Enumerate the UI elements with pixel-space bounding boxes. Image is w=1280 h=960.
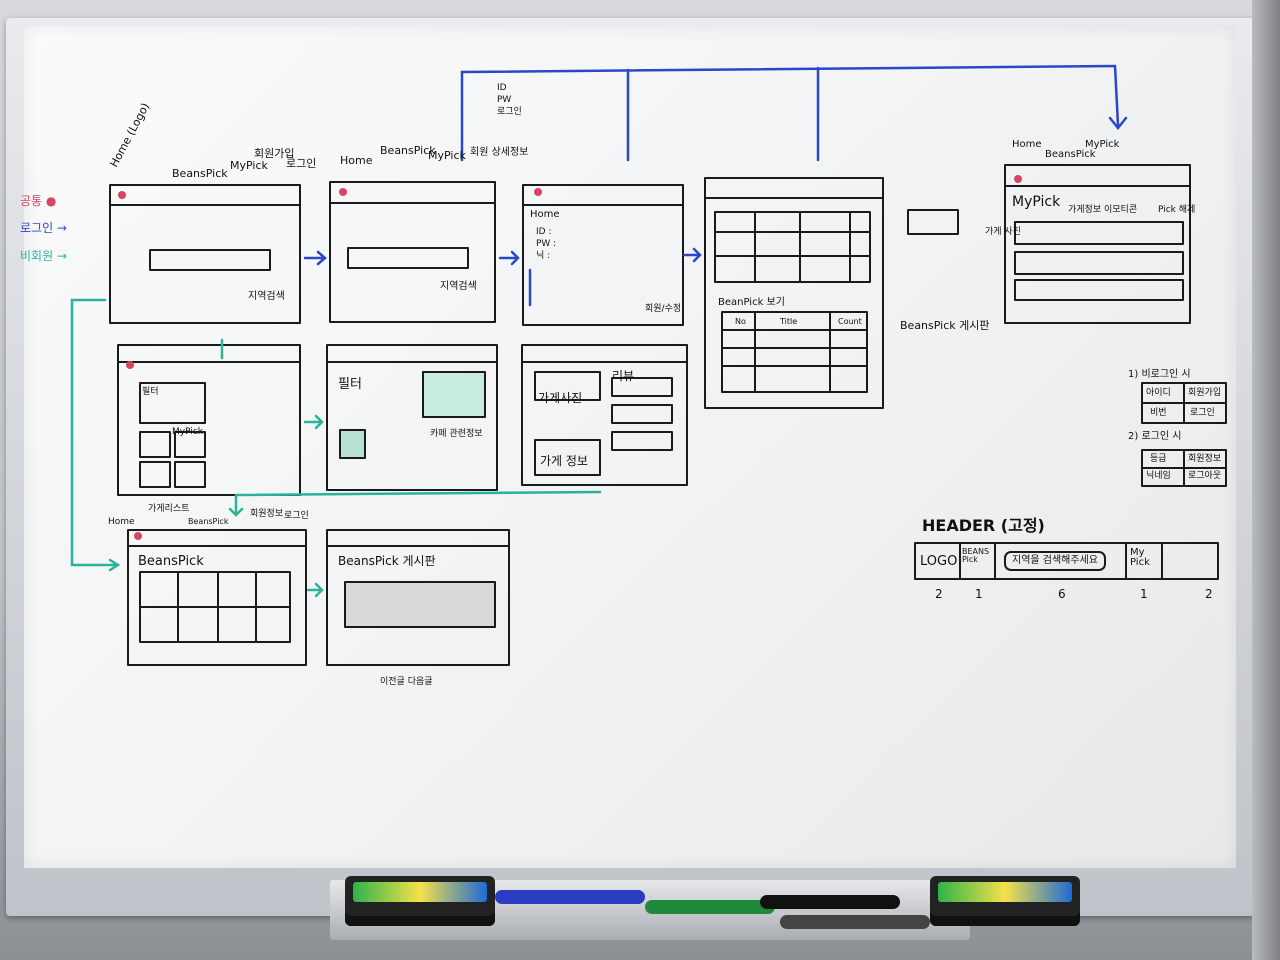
row3a-nav-beanspick: BeansPick <box>188 517 229 526</box>
row2b-filter: 필터 <box>338 377 362 392</box>
table-col-count: Count <box>838 317 862 326</box>
row3a-title: BeansPick <box>138 554 204 569</box>
wireframe-6-frame <box>326 344 498 491</box>
popup-login: 로그인 <box>497 107 522 117</box>
wireframe-2-frame <box>329 181 496 323</box>
legend-common: 공통 ● <box>20 194 57 208</box>
member-state-title: 2) 로그인 시 <box>1128 431 1182 442</box>
row2c-shop-info: 가게 정보 <box>540 454 588 468</box>
ratio-mypick: 1 <box>1140 587 1148 601</box>
wall-edge <box>1252 0 1280 960</box>
legend-guest: 비회원 → <box>20 249 67 263</box>
nav2-home: Home <box>340 154 373 167</box>
nav2-member-detail: 회원 상세정보 <box>470 147 529 158</box>
nav2-mypick: MyPick <box>428 149 466 162</box>
nav-beanspick: BeansPick <box>172 167 228 180</box>
nav-signup: 회원가입 <box>254 147 295 160</box>
marker-blue <box>495 890 645 904</box>
whiteboard-surface <box>24 26 1236 868</box>
row2c-shop-photo: 가게사진 <box>538 391 583 405</box>
wf3-field-nick: 닉 : <box>536 251 551 261</box>
beanpick-view-title: BeanPick 보기 <box>718 297 785 308</box>
mypick-note-pick: Pick 해제 <box>1158 205 1196 215</box>
mypick-note-photo: 가게 사진 <box>985 227 1021 237</box>
member-grade: 등급 <box>1150 454 1167 464</box>
header-cell-logo: LOGO <box>920 554 958 569</box>
popup-id: ID <box>497 83 507 93</box>
marker-black <box>760 895 900 909</box>
wf3-field-id: ID : <box>536 227 552 237</box>
popup-pw: PW <box>497 95 512 105</box>
mypick-nav-beanspick: BeansPick <box>1045 149 1096 160</box>
header-diagram <box>914 542 1219 580</box>
nav-mypick: MyPick <box>230 159 268 172</box>
guest-state-title: 1) 비로그인 시 <box>1128 369 1191 380</box>
mypick-frame <box>1004 164 1191 324</box>
member-nickname: 닉네임 <box>1146 471 1171 481</box>
legend-login: 로그인 → <box>20 221 67 235</box>
wf3-title: Home <box>530 209 560 220</box>
member-logout: 로그아웃 <box>1188 471 1222 481</box>
guest-id: 아이디 <box>1146 388 1171 398</box>
row2a-mypick: MyPick <box>172 427 203 437</box>
guest-pw: 비번 <box>1150 408 1167 418</box>
mypick-note-info: 가게정보 이모티콘 <box>1068 205 1138 215</box>
header-section-title: HEADER (고정) <box>922 516 1045 535</box>
nav-login: 로그인 <box>286 157 317 170</box>
guest-signup: 회원가입 <box>1188 388 1222 398</box>
wireframe-9-frame <box>326 529 510 666</box>
wireframe-8-frame <box>127 529 307 666</box>
mypick-nav-mypick: MyPick <box>1085 139 1120 150</box>
guest-login: 로그인 <box>1190 408 1215 418</box>
row2b-cafe-info: 카페 관련정보 <box>430 429 483 439</box>
wireframe-5-frame <box>117 344 301 496</box>
row3a-nav-login: 로그인 <box>284 511 309 521</box>
wireframe-4-frame <box>704 177 884 409</box>
wireframe-7-frame <box>521 344 688 486</box>
wireframe-1-frame <box>109 184 301 324</box>
row3a-nav-member: 회원정보 <box>250 509 284 519</box>
header-cell-mypick: My Pick <box>1130 547 1150 568</box>
eraser-left <box>345 876 495 926</box>
row3a-nav-shoplist: 가게리스트 <box>148 504 190 514</box>
ratio-logo: 2 <box>935 587 943 601</box>
wf3-field-pw: PW : <box>536 239 557 249</box>
row2c-review: 리뷰 <box>612 369 635 383</box>
wf3-note: 회원/수정 <box>645 304 682 314</box>
search-note-1: 지역검색 <box>248 291 285 302</box>
row2a-filter: 필터 <box>142 387 159 397</box>
table-col-no: No <box>735 317 746 326</box>
marker-gray <box>780 915 930 929</box>
header-cell-beanspick: BEANS Pick <box>962 547 990 564</box>
ratio-search: 6 <box>1058 587 1066 601</box>
row3b-title: BeansPick 게시판 <box>338 554 436 568</box>
mypick-nav-home: Home <box>1012 139 1042 150</box>
mypick-title: MyPick <box>1012 194 1061 210</box>
ratio-beanspick: 1 <box>975 587 983 601</box>
header-cell-search: 지역을 검색해주세요 <box>1012 555 1098 566</box>
member-info: 회원정보 <box>1188 454 1222 464</box>
eraser-right <box>930 876 1080 926</box>
row3a-nav-home: Home <box>108 517 135 527</box>
ratio-extra: 2 <box>1205 587 1213 601</box>
search-note-2: 지역검색 <box>440 281 477 292</box>
nav2-beanspick: BeansPick <box>380 144 436 157</box>
beanspick-board-note: BeansPick 게시판 <box>900 319 990 332</box>
row3b-note: 이전글 다음글 <box>380 677 433 687</box>
table-col-title: Title <box>780 317 798 326</box>
marker-green <box>645 900 775 914</box>
